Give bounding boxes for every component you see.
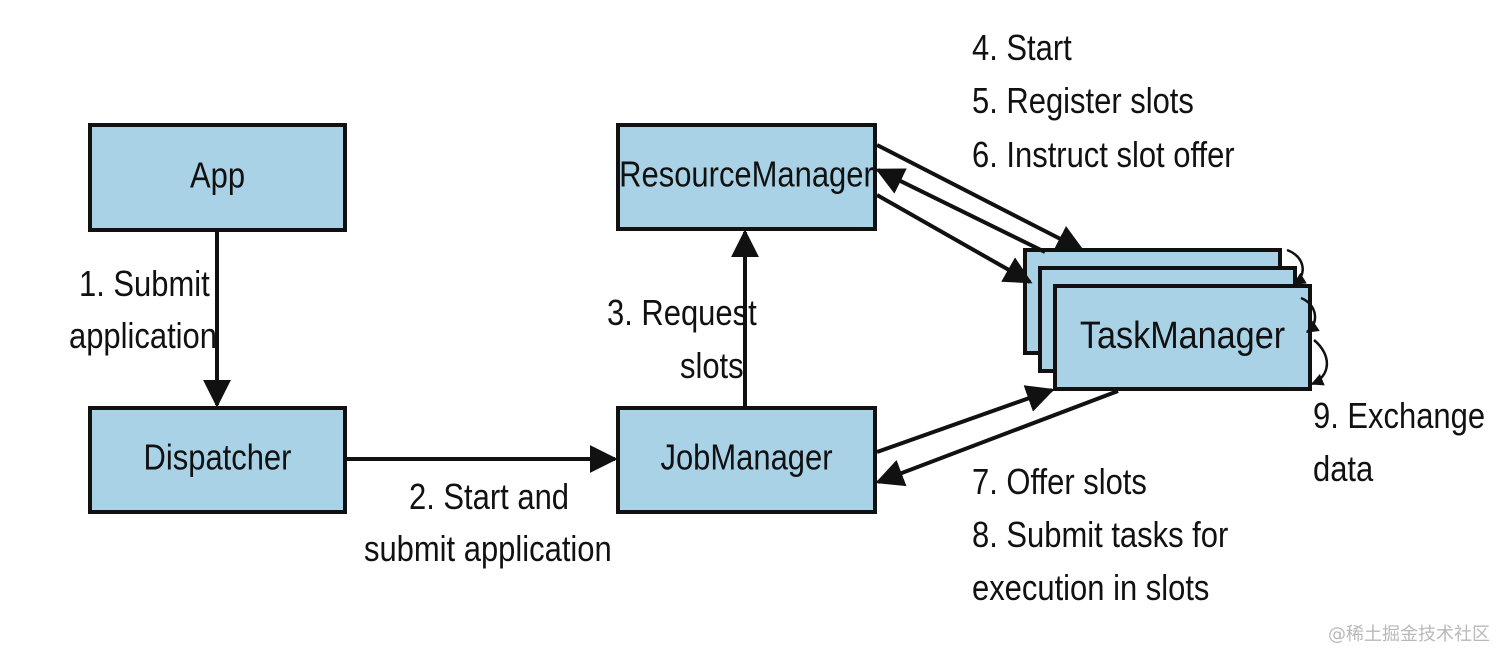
resource-task-arrows bbox=[875, 143, 1085, 284]
resource-task-line-2: 5. Register slots bbox=[972, 82, 1194, 122]
task-manager-stack-front bbox=[1053, 284, 1312, 391]
request-slots-line-1: 3. Request bbox=[607, 294, 757, 334]
job-task-arrows bbox=[875, 385, 1119, 487]
task-manager-stack: TaskManager bbox=[1023, 248, 1312, 391]
job-task-line-2: 8. Submit tasks for bbox=[972, 516, 1228, 556]
resource-manager-label: ResourceManager bbox=[619, 155, 874, 195]
submit-application-line-2: application bbox=[69, 317, 217, 357]
submit-application-line-1: 1. Submit bbox=[79, 265, 210, 305]
start-submit-line-1: 2. Start and bbox=[409, 478, 569, 518]
exchange-data-loops bbox=[1286, 248, 1329, 386]
start-submit-note: 2. Start and submit application bbox=[364, 478, 612, 570]
resource-manager-node: ResourceManager bbox=[616, 123, 877, 231]
resource-task-note: 4. Start 5. Register slots 6. Instruct s… bbox=[972, 29, 1235, 176]
exchange-data-line-2: data bbox=[1313, 450, 1374, 490]
request-slots-note: 3. Request slots bbox=[607, 294, 757, 387]
dispatcher-label: Dispatcher bbox=[144, 438, 292, 478]
exchange-data-note: 9. Exchange data bbox=[1313, 397, 1485, 490]
job-task-line-1: 7. Offer slots bbox=[972, 463, 1147, 503]
request-slots-line-2: slots bbox=[680, 347, 744, 387]
job-task-line-3: execution in slots bbox=[972, 569, 1209, 609]
resource-task-line-3: 6. Instruct slot offer bbox=[972, 136, 1235, 176]
app-label: App bbox=[190, 156, 245, 196]
exchange-data-line-1: 9. Exchange bbox=[1313, 397, 1485, 437]
job-manager-label: JobManager bbox=[660, 438, 832, 478]
app-node: App bbox=[88, 123, 347, 232]
watermark-text: @稀土掘金技术社区 bbox=[1328, 624, 1490, 645]
dispatcher-node: Dispatcher bbox=[88, 406, 347, 514]
job-task-note: 7. Offer slots 8. Submit tasks for execu… bbox=[972, 463, 1228, 609]
submit-application-note: 1. Submit application bbox=[69, 265, 217, 357]
start-submit-line-2: submit application bbox=[364, 530, 612, 570]
task-manager-label: TaskManager bbox=[1080, 313, 1285, 356]
resource-task-line-1: 4. Start bbox=[972, 29, 1072, 69]
job-manager-node: JobManager bbox=[616, 406, 877, 514]
